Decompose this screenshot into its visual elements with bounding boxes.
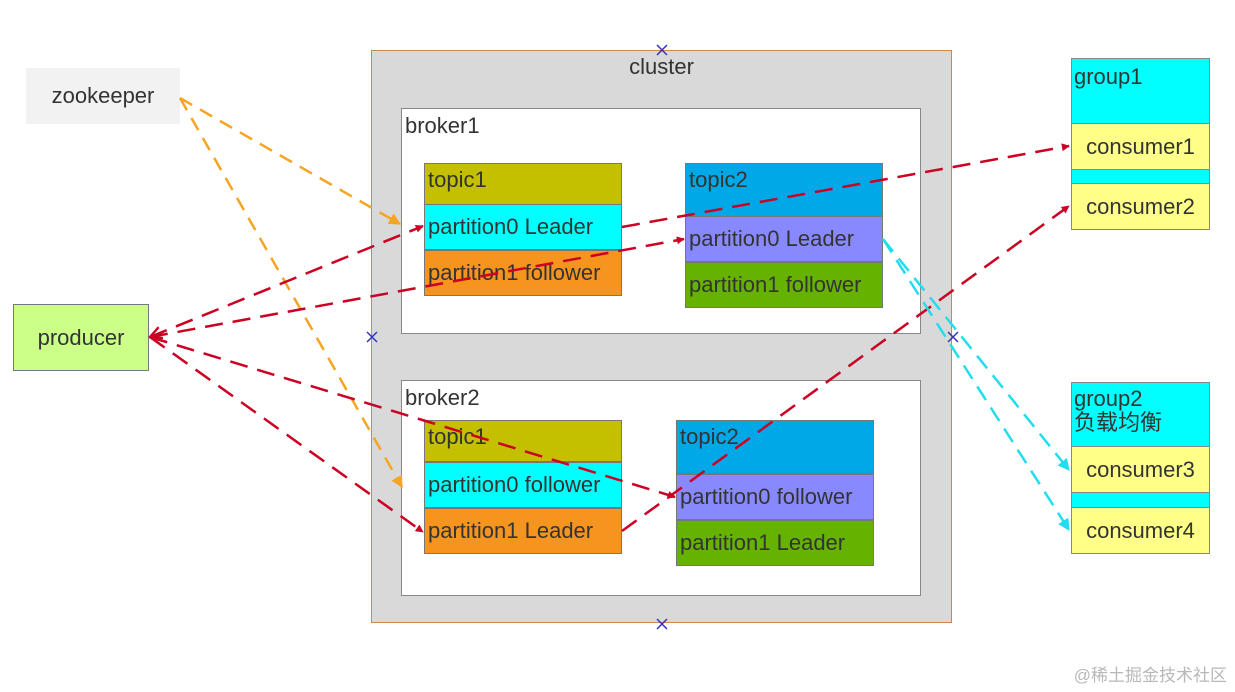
broker2-topic1-partition1: partition1 Leader bbox=[424, 508, 622, 554]
group2-subtitle: 负载均衡 bbox=[1074, 410, 1163, 435]
broker1-topic2-partition1: partition1 follower bbox=[685, 262, 883, 308]
b2t1p1-to-consumer2-arrow bbox=[621, 204, 1070, 533]
partition-label: partition1 follower bbox=[689, 271, 862, 297]
broker1-topic1-header: topic1 bbox=[424, 163, 622, 205]
broker1-topic1-title: topic1 bbox=[428, 167, 487, 192]
zookeeper-to-broker1-arrow bbox=[179, 96, 402, 226]
broker2-topic2-title: topic2 bbox=[680, 424, 739, 449]
consumer-label: consumer1 bbox=[1086, 133, 1195, 159]
group1-title: group1 bbox=[1074, 64, 1143, 89]
consumer-label: consumer2 bbox=[1086, 193, 1195, 219]
zookeeper-node: zookeeper bbox=[26, 68, 180, 124]
partition-label: partition0 follower bbox=[428, 471, 601, 497]
watermark: @稀土掘金技术社区 bbox=[1073, 666, 1227, 685]
zookeeper-label: zookeeper bbox=[51, 83, 155, 108]
broker1-topic2-partition0: partition0 Leader bbox=[685, 216, 883, 262]
cluster-title: cluster bbox=[629, 54, 694, 79]
broker2-title: broker2 bbox=[405, 385, 480, 410]
broker1-topic2-header: topic2 bbox=[685, 163, 883, 217]
b1t2p0-to-consumer4-arrow bbox=[881, 238, 1071, 532]
producer-to-b2t1p1-arrow bbox=[149, 335, 424, 534]
partition-label: partition0 follower bbox=[680, 483, 853, 509]
consumer2-node: consumer2 bbox=[1071, 183, 1210, 230]
b1t1p0-to-consumer1-arrow bbox=[621, 143, 1070, 229]
broker1-topic1-partition1: partition1 follower bbox=[424, 250, 622, 296]
consumer1-node: consumer1 bbox=[1071, 123, 1210, 170]
consumer-label: consumer4 bbox=[1086, 517, 1195, 543]
producer-node: producer bbox=[13, 304, 149, 371]
partition-label: partition1 Leader bbox=[680, 529, 846, 555]
cluster-anchor-markers bbox=[366, 44, 959, 630]
producer-label: producer bbox=[37, 324, 125, 350]
broker2-topic2-partition0: partition0 follower bbox=[676, 474, 874, 520]
broker1-title: broker1 bbox=[405, 113, 480, 138]
producer-to-b1t1p0-arrow bbox=[150, 224, 423, 337]
partition-label: partition0 Leader bbox=[428, 213, 594, 239]
consumer-label: consumer3 bbox=[1086, 456, 1195, 482]
group2-title: group2 bbox=[1074, 386, 1143, 411]
producer-to-b1t2p0-arrow bbox=[149, 236, 685, 339]
broker2-topic2-header: topic2 bbox=[676, 420, 874, 474]
consumer3-node: consumer3 bbox=[1071, 446, 1210, 493]
partition-label: partition1 Leader bbox=[428, 517, 594, 543]
broker1-topic1-partition0: partition0 Leader bbox=[424, 204, 622, 250]
producer-to-b2t2p0-arrow bbox=[149, 335, 676, 499]
broker1-topic2-title: topic2 bbox=[689, 167, 748, 192]
partition-label: partition0 Leader bbox=[689, 225, 855, 251]
broker2-topic1-header: topic1 bbox=[424, 420, 622, 462]
consumer4-node: consumer4 bbox=[1071, 507, 1210, 554]
zookeeper-to-broker2-arrow bbox=[178, 97, 404, 489]
broker2-topic2-partition1: partition1 Leader bbox=[676, 520, 874, 566]
